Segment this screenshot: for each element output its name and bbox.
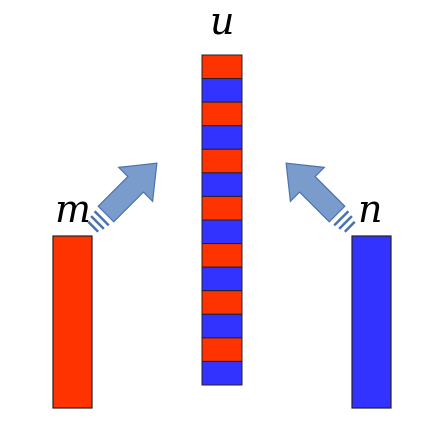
vector-u-segment — [201, 125, 243, 150]
vector-u-segment — [201, 266, 243, 292]
label-m: m — [55, 187, 91, 231]
vector-u-segment — [201, 195, 243, 221]
vector-u-segment — [201, 172, 243, 197]
vector-u-segment — [201, 148, 243, 174]
vector-u-segment — [201, 78, 243, 103]
vector-n-bar — [351, 235, 392, 409]
vector-u-bar — [201, 54, 243, 386]
label-n: n — [358, 187, 382, 231]
vector-u-segment — [201, 313, 243, 339]
block-arrow-up-right-icon — [87, 162, 158, 233]
vector-u-segment — [201, 290, 243, 315]
vector-u-segment — [201, 360, 243, 386]
vector-u-segment — [201, 54, 243, 80]
vector-u-segment — [201, 101, 243, 127]
block-arrow-up-left-icon — [285, 162, 356, 233]
vector-m-bar — [52, 235, 93, 409]
label-u: u — [210, 0, 234, 43]
vector-u-segment — [201, 219, 243, 245]
vector-u-segment — [201, 243, 243, 268]
vector-u-segment — [201, 337, 243, 362]
